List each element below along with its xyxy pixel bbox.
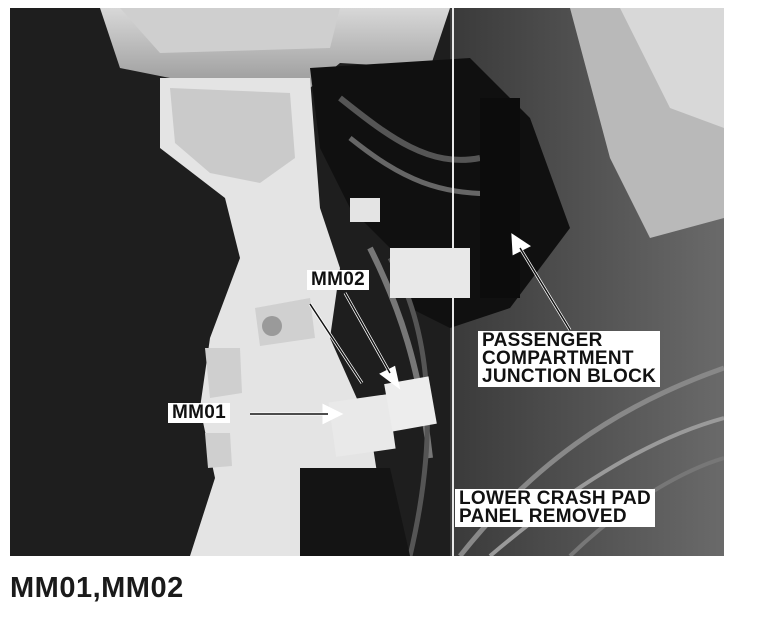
mm02-label: MM02 bbox=[307, 270, 369, 290]
crash-pad-panel-label: LOWER CRASH PAD PANEL REMOVED bbox=[455, 489, 656, 527]
passenger-junction-block-label: PASSENGER COMPARTMENT JUNCTION BLOCK bbox=[478, 331, 661, 387]
connector-location-photo bbox=[10, 8, 724, 556]
mm01-label: MM01 bbox=[168, 403, 230, 423]
figure-caption: MM01,MM02 bbox=[10, 572, 184, 604]
